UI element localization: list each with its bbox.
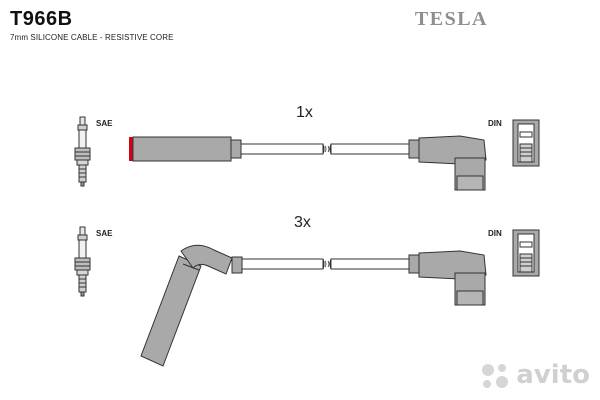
brand-logo: TESLA [414,8,488,30]
cable-spec: 7mm SILICONE CABLE - RESISTIVE CORE [10,33,174,42]
part-code: T966B [10,8,73,30]
quantity-row1: 1x [296,104,313,121]
sae-label-row1: SAE [96,119,113,128]
angled-plug-boot-row1 [408,135,487,191]
din-terminal-icon-row1 [512,119,540,167]
straight-plug-boot-row1 [129,136,242,162]
din-label-row2: DIN [488,229,502,238]
spark-plug-icon-row2 [74,226,91,297]
spark-plug-icon-row1 [74,116,91,187]
quantity-row2: 3x [294,214,311,231]
cable-row1 [240,143,410,155]
din-terminal-icon-row2 [512,229,540,277]
avito-watermark: avito [478,360,590,390]
avito-watermark-text: avito [516,360,590,390]
curved-plug-boot-row2 [140,244,243,367]
angled-plug-boot-row2 [408,250,487,306]
sae-label-row2: SAE [96,229,113,238]
avito-logo-icon [482,364,509,388]
cable-row2 [241,258,410,270]
din-label-row1: DIN [488,119,502,128]
